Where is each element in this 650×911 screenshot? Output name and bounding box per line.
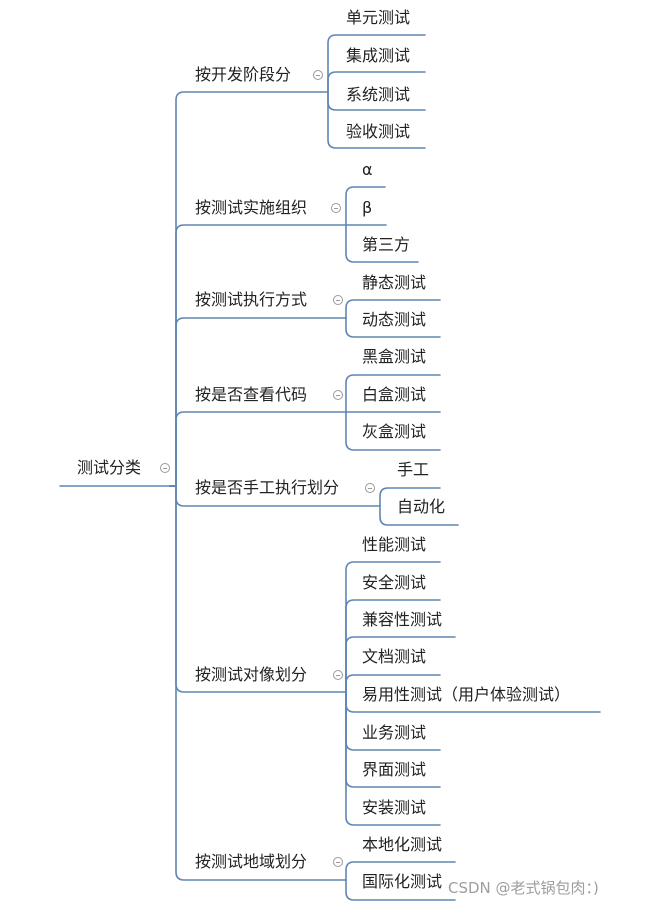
topic-by-development-stage: 按开发阶段分 [195,65,292,84]
collapse-icon[interactable] [160,463,170,473]
leaf-connector-line [345,674,441,693]
topic-gray-box-testing: 灰盒测试 [362,422,427,441]
topic-usability-testing: 易用性测试（用户体验测试） [362,685,571,704]
topic-static-testing: 静态测试 [362,273,427,292]
topic-manual-testing: 手工 [397,460,430,479]
topic-by-code-visibility: 按是否查看代码 [195,385,308,404]
collapse-icon[interactable] [313,70,323,80]
branch-connector-line [169,224,347,487]
leaf-connector-line [345,561,441,693]
topic-integration-testing: 集成测试 [346,46,411,65]
topic-localization-testing: 本地化测试 [362,835,443,854]
collapse-icon[interactable] [333,857,343,867]
topic-beta-testing: β [362,198,373,217]
topic-by-manual-execution: 按是否手工执行划分 [195,478,340,497]
topic-installation-testing: 安装测试 [362,798,427,817]
topic-dynamic-testing: 动态测试 [362,310,427,329]
branch-connector-line [169,485,347,881]
topic-third-party-testing: 第三方 [362,235,411,254]
branch-connector-line [169,91,329,487]
topic-white-box-testing: 白盒测试 [362,385,427,404]
leaf-connector-line [345,411,441,451]
leaf-connector-line [345,636,456,693]
topic-by-region: 按测试地域划分 [195,852,308,871]
leaf-connector-line [379,505,459,526]
collapse-icon[interactable] [333,390,343,400]
leaf-connector-line [327,91,426,149]
topic-by-test-organization: 按测试实施组织 [195,198,308,217]
leaf-connector-line [345,374,441,413]
leaf-connector-line [345,224,419,263]
topic-ui-testing: 界面测试 [362,760,427,779]
topic-performance-testing: 性能测试 [362,535,427,554]
topic-security-testing: 安全测试 [362,573,427,592]
topic-unit-testing: 单元测试 [346,8,411,27]
collapse-icon[interactable] [333,670,343,680]
leaf-connector-line [345,599,441,693]
leaf-connector-line [379,487,441,507]
collapse-icon[interactable] [365,483,375,493]
topic-by-execution-mode: 按测试执行方式 [195,290,308,309]
topic-acceptance-testing: 验收测试 [346,122,411,141]
topic-compatibility-testing: 兼容性测试 [362,610,443,629]
leaf-connector-line [345,317,441,338]
branch-connector-line [169,317,347,487]
topic-documentation-testing: 文档测试 [362,647,427,666]
leaf-connector-line [345,299,441,319]
topic-alpha-testing: α [362,160,373,179]
branch-connector-line [169,411,347,487]
topic-internationalization-testing: 国际化测试 [362,872,443,891]
leaf-connector-line [327,34,426,93]
branch-connector-line [169,485,347,693]
topic-automated-testing: 自动化 [397,497,446,516]
topic-by-test-object: 按测试对像划分 [195,665,308,684]
leaf-connector-line [327,71,426,93]
topic-system-testing: 系统测试 [346,85,411,104]
leaf-connector-line [345,186,386,226]
leaf-connector-line [345,861,456,881]
collapse-icon[interactable] [331,203,341,213]
collapse-icon[interactable] [333,295,343,305]
topic-business-testing: 业务测试 [362,723,427,742]
root-topic: 测试分类 [77,458,142,477]
leaf-connector-line [345,691,441,826]
leaf-connector-line [345,879,456,901]
topic-black-box-testing: 黑盒测试 [362,347,427,366]
watermark: CSDN @老式锅包肉：) [448,879,599,897]
